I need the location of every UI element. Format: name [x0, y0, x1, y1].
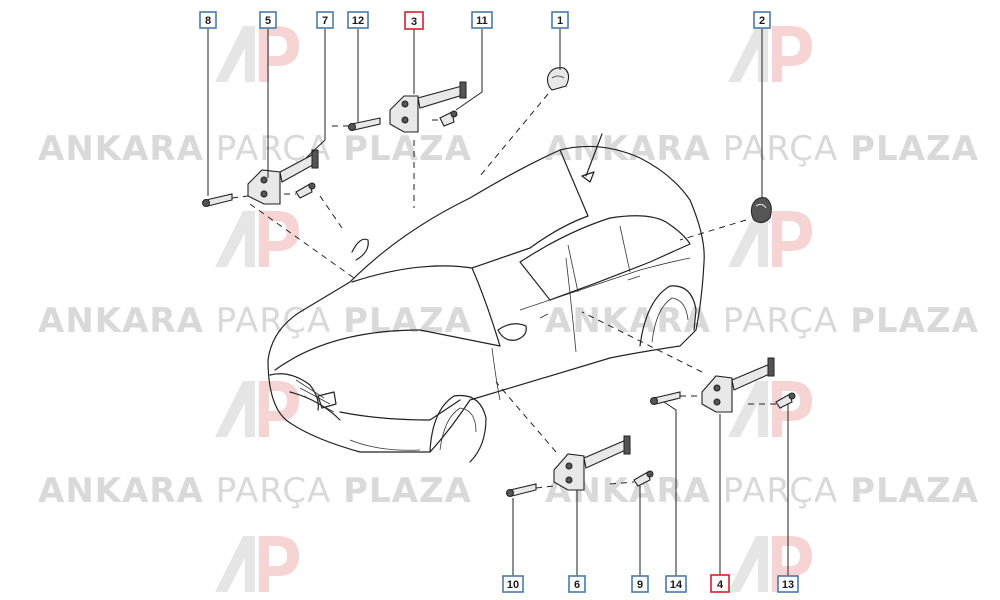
- watermark-logo-icon: [728, 536, 812, 592]
- callout-14: 14: [665, 575, 687, 593]
- callout-10: 10: [502, 575, 524, 593]
- callout-label: 9: [637, 579, 643, 591]
- part-bolt-12: [348, 117, 381, 131]
- callout-1: 1: [551, 11, 569, 29]
- callout-7: 7: [316, 11, 334, 29]
- part-door-check-strap-4: [701, 357, 775, 413]
- callout-label: 6: [574, 579, 580, 591]
- callout-label: 2: [759, 15, 765, 27]
- watermark-logo-icon: [728, 211, 812, 267]
- watermark-logo-icon: [728, 381, 812, 437]
- callout-3: 3: [404, 11, 424, 30]
- callout-5: 5: [259, 11, 277, 29]
- watermark-logo-icon: [215, 211, 299, 267]
- watermark-logo-icon: [215, 26, 299, 82]
- callout-label: 1: [557, 15, 563, 27]
- part-cap-2: [750, 197, 772, 224]
- watermark-text: ANKARA PARÇA PLAZA: [545, 471, 979, 511]
- callout-label: 4: [717, 579, 724, 591]
- watermark-text: ANKARA PARÇA PLAZA: [38, 471, 472, 511]
- callout-label: 5: [265, 15, 271, 27]
- part-bolt-9: [633, 470, 654, 487]
- part-bolt-10: [506, 483, 537, 497]
- watermark-logos: [215, 26, 812, 592]
- callout-8: 8: [199, 11, 217, 29]
- part-bolt-14: [650, 391, 681, 405]
- part-door-check-strap-6: [553, 435, 631, 491]
- callout-2: 2: [753, 11, 771, 29]
- watermark-text: ANKARA PARÇA PLAZA: [545, 129, 979, 169]
- callout-label: 14: [670, 579, 683, 591]
- part-bolt-7: [295, 182, 316, 199]
- callout-4: 4: [710, 574, 730, 593]
- callout-12: 12: [347, 11, 369, 29]
- callout-13: 13: [777, 575, 799, 593]
- leader-lines: [207, 29, 789, 576]
- callout-11: 11: [471, 11, 493, 29]
- assembly-lines: [231, 93, 776, 489]
- car-outline: [267, 133, 705, 463]
- part-door-check-strap-3: [389, 81, 467, 133]
- watermark-text: ANKARA PARÇA PLAZA: [545, 301, 979, 341]
- part-bolt-13: [775, 392, 796, 409]
- callout-label: 12: [352, 15, 364, 27]
- watermark-logo-icon: [728, 26, 812, 82]
- part-cap-1: [546, 67, 570, 91]
- callout-9: 9: [631, 575, 649, 593]
- callout-label: 11: [476, 15, 488, 27]
- part-bolt-8: [202, 193, 233, 207]
- part-door-check-strap-5: [247, 149, 319, 205]
- callout-6: 6: [568, 575, 586, 593]
- callout-label: 7: [322, 15, 328, 27]
- part-bolt-11: [439, 110, 458, 127]
- watermark-texts: ANKARA PARÇA PLAZA ANKARA PARÇA PLAZA AN…: [38, 129, 979, 511]
- watermark-text: ANKARA PARÇA PLAZA: [38, 301, 472, 341]
- watermark-logo-icon: [215, 536, 299, 592]
- callout-label: 8: [205, 15, 211, 27]
- watermark-logo-icon: [215, 381, 299, 437]
- callout-label: 3: [411, 16, 417, 28]
- watermark-text: ANKARA PARÇA PLAZA: [38, 129, 472, 169]
- callout-label: 10: [507, 579, 519, 591]
- callout-label: 13: [782, 579, 794, 591]
